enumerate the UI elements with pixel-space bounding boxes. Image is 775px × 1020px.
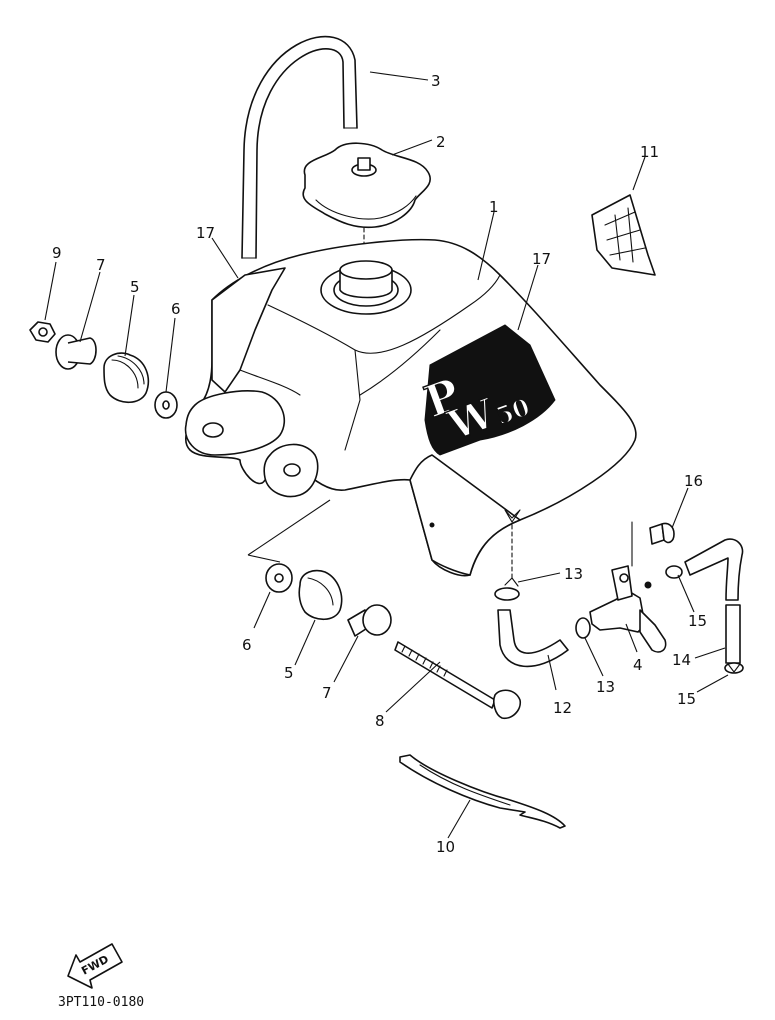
grommet xyxy=(103,352,150,404)
vent-tube xyxy=(725,604,741,664)
callout-13-lower: 13 xyxy=(596,678,615,696)
callout-11: 11 xyxy=(640,143,659,161)
leader-lines xyxy=(44,71,729,839)
tank-strap xyxy=(399,754,566,829)
hose-clamp xyxy=(665,565,683,579)
drawing-code: 3PT110-0180 xyxy=(58,995,144,1010)
breather-hose xyxy=(241,35,358,259)
fuel-tank xyxy=(184,238,637,581)
callout-3: 3 xyxy=(431,72,441,90)
callout-1: 1 xyxy=(489,198,499,216)
hose-clamp xyxy=(575,617,591,639)
callout-5-top: 5 xyxy=(130,278,140,296)
callout-8: 8 xyxy=(375,712,385,730)
fuel-hose xyxy=(497,609,569,668)
callout-4: 4 xyxy=(633,656,643,674)
fuel-line-assembly xyxy=(494,521,744,674)
left-mount-parts xyxy=(29,321,178,419)
callout-2: 2 xyxy=(436,133,446,151)
callout-10: 10 xyxy=(436,838,455,856)
callout-15-lower: 15 xyxy=(677,690,696,708)
callout-6-top: 6 xyxy=(171,300,181,318)
callout-17-right: 17 xyxy=(532,250,551,268)
callout-15-upper: 15 xyxy=(688,612,707,630)
collar xyxy=(362,604,392,636)
callout-17-left: 17 xyxy=(196,224,215,242)
callout-5-bottom: 5 xyxy=(284,664,294,682)
callout-7-bottom: 7 xyxy=(322,684,332,702)
callout-12: 12 xyxy=(553,699,572,717)
callout-labels: 3 2 1 17 17 11 9 7 5 6 6 5 7 8 10 12 13 … xyxy=(52,72,707,856)
grommet xyxy=(298,569,343,621)
callout-7-top: 7 xyxy=(96,256,106,274)
fuel-cap xyxy=(302,142,431,251)
callout-13-upper: 13 xyxy=(564,565,583,583)
hose-clamp xyxy=(494,587,520,601)
filter-screen xyxy=(591,194,656,276)
lower-mount-parts xyxy=(247,499,522,720)
callout-9: 9 xyxy=(52,244,62,262)
forward-arrow: FWD xyxy=(67,943,123,989)
callout-16: 16 xyxy=(684,472,703,490)
callout-6-bottom: 6 xyxy=(242,636,252,654)
vent-hose xyxy=(684,538,744,601)
callout-14: 14 xyxy=(672,651,691,669)
